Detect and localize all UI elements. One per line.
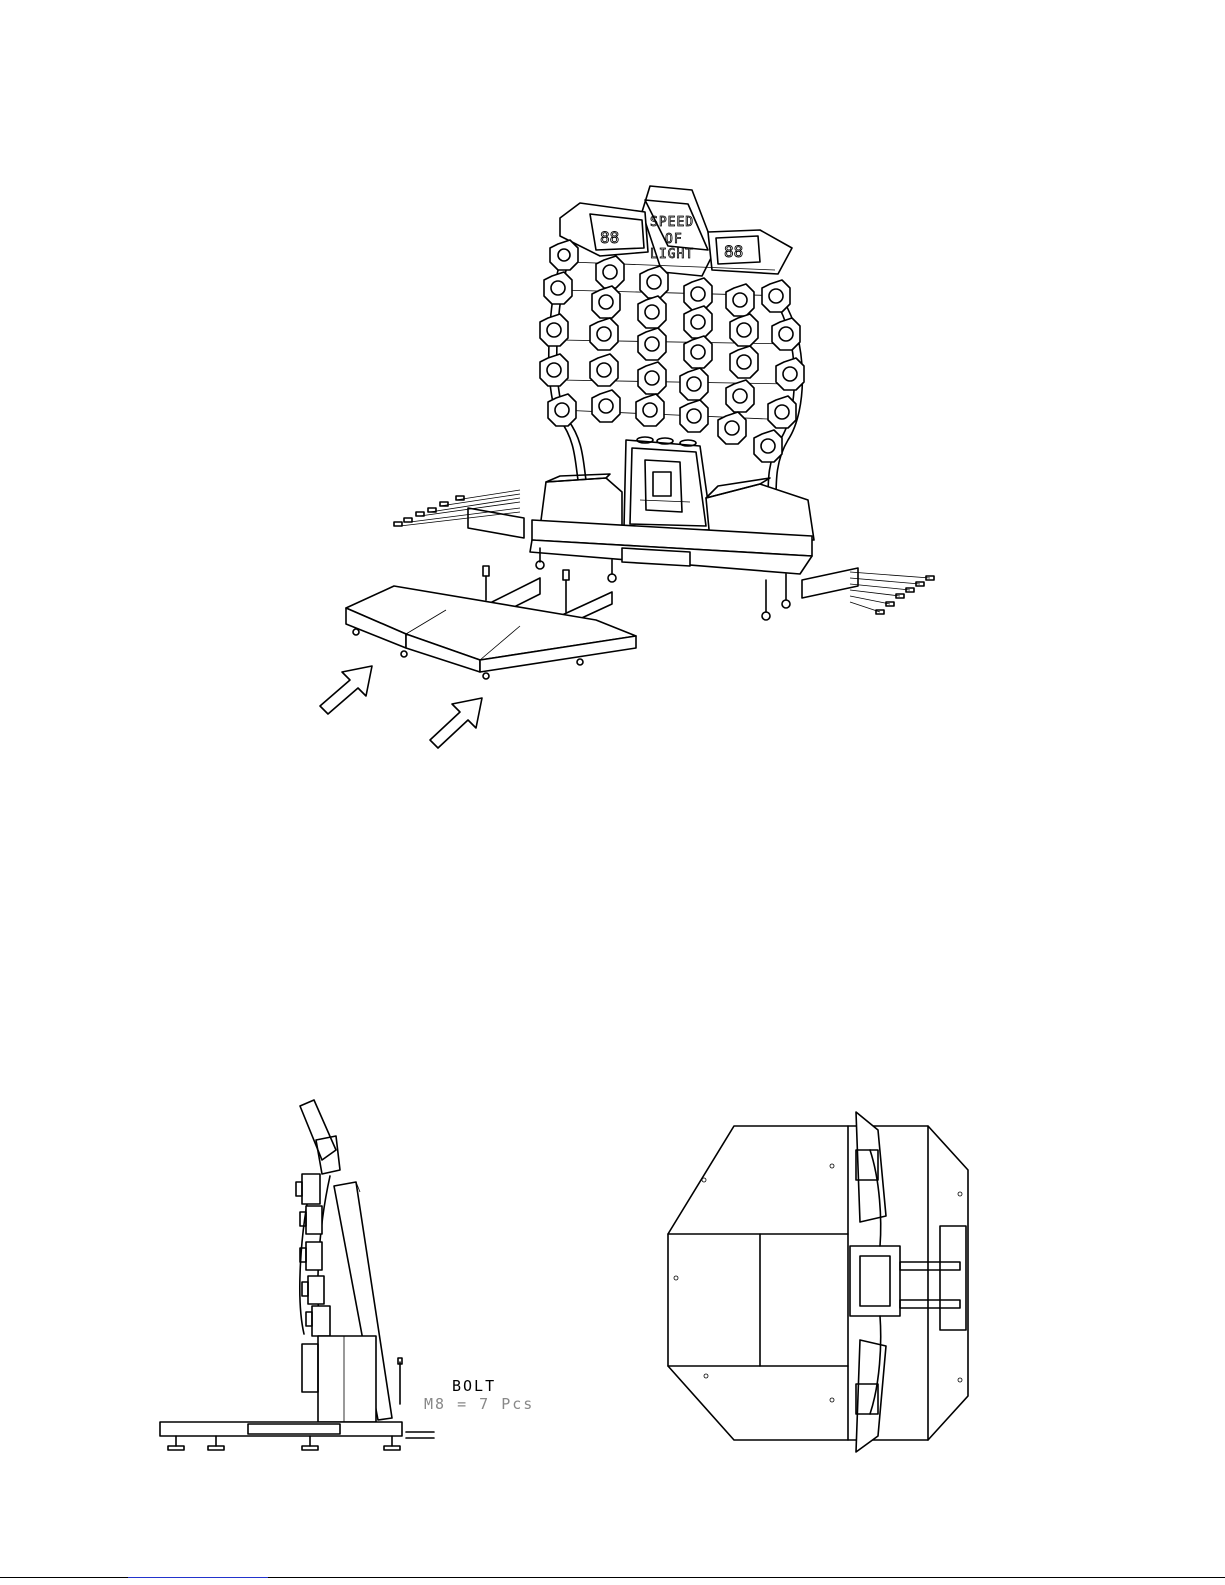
top-view <box>668 1112 968 1452</box>
speed-of-light-sign: SPEED OF LIGHT <box>642 186 715 276</box>
lamp-button <box>680 368 708 400</box>
lamp-button <box>638 296 666 328</box>
side-lamp <box>296 1174 320 1204</box>
right-score-display: 88 <box>708 230 792 274</box>
lamp-button <box>730 346 758 378</box>
lamp-button <box>772 318 800 350</box>
lamp-button <box>684 336 712 368</box>
lamp-button <box>754 430 782 462</box>
center-cabinet <box>624 437 712 530</box>
lamp-button <box>596 256 624 288</box>
lamp-button <box>640 266 668 298</box>
lamp-button <box>762 280 790 312</box>
lamp-button <box>726 380 754 412</box>
lamp-button <box>590 354 618 386</box>
direction-arrows <box>320 666 482 748</box>
lamp-button <box>638 362 666 394</box>
right-bracket-bolts <box>802 568 934 614</box>
main-base <box>530 520 812 620</box>
lamp-button <box>550 240 578 270</box>
lamp-button <box>636 394 664 426</box>
side-lamp <box>302 1276 324 1304</box>
lamp-button <box>684 278 712 310</box>
isometric-view: SPEED OF LIGHT 88 88 <box>320 186 934 748</box>
lamp-button <box>590 318 618 350</box>
arrow-icon <box>320 666 372 714</box>
arrow-icon <box>430 698 482 748</box>
side-view: BOLT M8 = 7 Pcs <box>160 1100 534 1450</box>
lamp-button <box>768 396 796 428</box>
lamp-button <box>544 272 572 304</box>
side-lamp <box>300 1242 322 1270</box>
standing-platform <box>346 566 636 679</box>
left-display-digits: 88 <box>600 228 619 247</box>
lamp-button <box>592 390 620 422</box>
lamp-button <box>680 400 708 432</box>
lamp-button <box>638 328 666 360</box>
sign-line-1: SPEED <box>650 215 694 230</box>
bolt-spec: M8 = 7 Pcs <box>424 1395 534 1413</box>
lamp-button <box>540 354 568 386</box>
sign-line-2: OF <box>665 232 683 247</box>
lamp-button <box>684 306 712 338</box>
lamp-button <box>726 284 754 316</box>
lamp-button <box>730 314 758 346</box>
left-bracket-bolts <box>394 490 524 538</box>
bolt-title: BOLT <box>452 1377 496 1395</box>
right-display-digits: 88 <box>724 242 743 261</box>
sign-line-3: LIGHT <box>650 247 694 262</box>
side-lamp <box>306 1306 330 1336</box>
lamp-button <box>540 314 568 346</box>
lamp-button <box>776 358 804 390</box>
